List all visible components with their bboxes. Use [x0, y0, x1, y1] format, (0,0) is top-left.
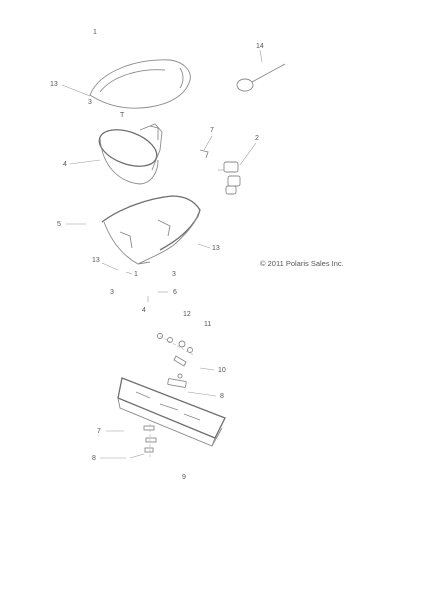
callout-t-lens: T	[120, 112, 125, 119]
callout-7-bottom: 7	[97, 428, 101, 435]
callout-8-center: 8	[220, 393, 224, 400]
callout-7-bracket: 7	[210, 127, 214, 134]
headlight-reflector	[98, 123, 163, 185]
leader-10-center	[199, 367, 215, 371]
callout-1-top: 1	[93, 29, 97, 36]
callout-10-center: 10	[218, 367, 226, 374]
callout-3-lower: 3	[110, 289, 114, 296]
callout-2-socket: 2	[255, 135, 259, 142]
leader-7-bracket	[203, 135, 213, 151]
callout-4-lower: 4	[142, 307, 146, 314]
callout-8-bottom: 8	[92, 455, 96, 462]
mounting-clip	[167, 378, 187, 388]
headlight-housing	[101, 195, 201, 265]
leader-1-left	[125, 271, 133, 275]
bottom-fastener-stack	[143, 424, 157, 458]
callout-6-lower: 6	[173, 289, 177, 296]
leader-4-reflector	[69, 159, 101, 165]
callout-3-mid: 3	[172, 271, 176, 278]
leader-8b-bottom	[129, 453, 145, 459]
leader-13-lens	[61, 84, 91, 97]
callout-5-housing: 5	[57, 221, 61, 228]
callout-9-bottom: 9	[182, 474, 186, 481]
leader-2-socket	[239, 142, 257, 166]
callout-14-bulb: 14	[256, 43, 264, 50]
leader-8-center	[187, 391, 217, 397]
callout-1-left: 1	[134, 271, 138, 278]
leader-13-housing	[197, 243, 211, 249]
callout-13-lens: 13	[50, 81, 58, 88]
bracket-clip	[199, 149, 209, 159]
callout-13-left: 13	[92, 257, 100, 264]
callout-3-lens: 3	[88, 99, 92, 106]
headlight-lens-cover	[89, 59, 191, 109]
copyright-text: © 2011 Polaris Sales Inc.	[260, 259, 344, 268]
callout-4-reflector: 4	[63, 161, 67, 168]
callout-11-center: 11	[204, 321, 211, 328]
leader-14-bulb	[259, 49, 263, 63]
bulb-with-lead	[236, 63, 286, 92]
bulb-socket	[218, 161, 241, 195]
adjuster-screw-assembly	[157, 333, 196, 379]
callout-12-center: 12	[183, 311, 191, 318]
callout-13-housing: 13	[212, 245, 220, 252]
leader-13-left	[101, 262, 119, 271]
headlight-mounting-bar	[117, 377, 226, 447]
